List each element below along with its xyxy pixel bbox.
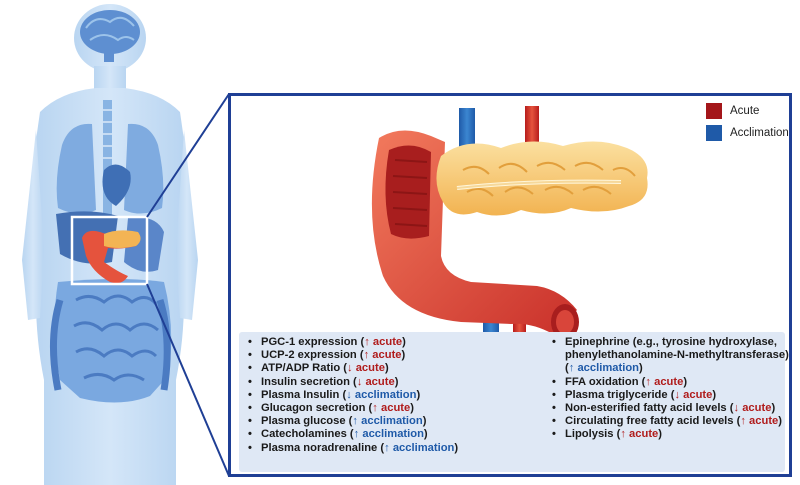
effect-label: acute bbox=[683, 389, 712, 401]
effect-arrow: ↑ bbox=[620, 428, 626, 440]
effect-label: acute bbox=[629, 428, 658, 440]
right-effects-list: Epinephrine (e.g., tyrosine hydroxylase,… bbox=[549, 336, 789, 442]
effect-arrow: ↑ bbox=[364, 349, 370, 361]
effect-arrow: ↓ bbox=[674, 389, 680, 401]
item-name: Lipolysis bbox=[565, 428, 614, 440]
list-item: UCP-2 expression (↑ acute) bbox=[245, 349, 458, 362]
effect-acclimation: ↑ acclimation bbox=[569, 362, 639, 374]
effect-arrow: ↓ bbox=[357, 376, 363, 388]
effect-label: acclimation bbox=[393, 442, 455, 454]
item-name: Plasma glucose bbox=[261, 415, 346, 427]
legend-label-acute: Acute bbox=[730, 105, 759, 117]
list-item: Plasma Insulin (↓ acclimation) bbox=[245, 389, 458, 402]
item-name: Insulin secretion bbox=[261, 376, 350, 388]
pancreas bbox=[436, 141, 647, 215]
legend-label-acclimation: Acclimation bbox=[730, 127, 789, 139]
effect-acute: ↑ acute bbox=[620, 428, 658, 440]
effect-acute: ↑ acute bbox=[364, 349, 402, 361]
effect-label: acute bbox=[373, 336, 402, 348]
list-item: Plasma noradrenaline (↑ acclimation) bbox=[245, 442, 458, 455]
effect-acute: ↑ acute bbox=[372, 402, 410, 414]
effect-arrow: ↑ bbox=[364, 336, 370, 348]
effect-acute: ↑ acute bbox=[740, 415, 778, 427]
item-name: Plasma noradrenaline bbox=[261, 442, 380, 454]
item-name: Glucagon secretion bbox=[261, 402, 365, 414]
effect-acclimation: ↑ acclimation bbox=[354, 428, 424, 440]
item-name: Plasma triglyceride bbox=[565, 389, 668, 401]
item-name: Plasma Insulin bbox=[261, 389, 339, 401]
list-item: ATP/ADP Ratio (↓ acute) bbox=[245, 362, 458, 375]
effect-label: acute bbox=[372, 349, 401, 361]
effect-arrow: ↓ bbox=[734, 402, 740, 414]
effect-label: acute bbox=[654, 376, 683, 388]
effect-label: acute bbox=[742, 402, 771, 414]
list-item: FFA oxidation (↑ acute) bbox=[549, 376, 789, 389]
list-item: Plasma triglyceride (↓ acute) bbox=[549, 389, 789, 402]
effect-acute: ↓ acute bbox=[347, 362, 385, 374]
item-name: Catecholamines bbox=[261, 428, 350, 440]
effect-label: acute bbox=[749, 415, 778, 427]
effect-acute: ↓ acute bbox=[734, 402, 772, 414]
effect-label: acute bbox=[365, 376, 394, 388]
effect-label: acute bbox=[356, 362, 385, 374]
effect-arrow: ↑ bbox=[569, 362, 575, 374]
effect-label: acclimation bbox=[355, 389, 417, 401]
effect-label: acclimation bbox=[577, 362, 639, 374]
list-item-continued: phenylethanolamine-N-methyltransferase) bbox=[549, 349, 789, 362]
item-name: ATP/ADP Ratio bbox=[261, 362, 340, 374]
list-item: Non-esterified fatty acid levels (↓ acut… bbox=[549, 402, 789, 415]
effect-acute: ↓ acute bbox=[357, 376, 395, 388]
effects-box: PGC-1 expression (↑ acute)UCP-2 expressi… bbox=[239, 332, 785, 472]
list-item: Lipolysis (↑ acute) bbox=[549, 428, 789, 441]
effect-label: acclimation bbox=[362, 428, 424, 440]
item-name: Epinephrine (e.g., tyrosine hydroxylase, bbox=[565, 336, 777, 348]
list-item: Insulin secretion (↓ acute) bbox=[245, 376, 458, 389]
legend-swatch-acclimation bbox=[706, 125, 722, 141]
legend-swatch-acute bbox=[706, 103, 722, 119]
list-item: PGC-1 expression (↑ acute) bbox=[245, 336, 458, 349]
effect-arrow: ↓ bbox=[346, 389, 352, 401]
effect-arrow: ↑ bbox=[645, 376, 651, 388]
effect-arrow: ↑ bbox=[384, 442, 390, 454]
left-effects-list: PGC-1 expression (↑ acute)UCP-2 expressi… bbox=[245, 336, 458, 455]
effect-arrow: ↑ bbox=[352, 415, 358, 427]
effect-acute: ↓ acute bbox=[674, 389, 712, 401]
zoom-panel: Acute Acclimation PGC-1 expression (↑ ac… bbox=[228, 93, 792, 477]
list-item: Plasma glucose (↑ acclimation) bbox=[245, 415, 458, 428]
item-name: Circulating free fatty acid levels bbox=[565, 415, 734, 427]
effect-acclimation: ↑ acclimation bbox=[352, 415, 422, 427]
item-name: FFA oxidation bbox=[565, 376, 639, 388]
item-name: UCP-2 expression bbox=[261, 349, 357, 361]
list-item: Catecholamines (↑ acclimation) bbox=[245, 428, 458, 441]
effect-label: acute bbox=[381, 402, 410, 414]
list-item: Glucagon secretion (↑ acute) bbox=[245, 402, 458, 415]
effect-acclimation: ↓ acclimation bbox=[346, 389, 416, 401]
item-name-continued: phenylethanolamine-N-methyltransferase) bbox=[565, 349, 789, 361]
item-name: PGC-1 expression bbox=[261, 336, 357, 348]
legend-item-acclimation: Acclimation bbox=[706, 124, 789, 146]
effect-arrow: ↓ bbox=[347, 362, 353, 374]
effect-arrow: ↑ bbox=[740, 415, 746, 427]
effect-acute: ↑ acute bbox=[364, 336, 402, 348]
list-item-continued: (↑ acclimation) bbox=[549, 362, 789, 375]
effect-label: acclimation bbox=[361, 415, 423, 427]
effect-acute: ↑ acute bbox=[645, 376, 683, 388]
effect-arrow: ↑ bbox=[372, 402, 378, 414]
effect-acclimation: ↑ acclimation bbox=[384, 442, 454, 454]
effect-arrow: ↑ bbox=[354, 428, 360, 440]
list-item: Circulating free fatty acid levels (↑ ac… bbox=[549, 415, 789, 428]
item-name: Non-esterified fatty acid levels bbox=[565, 402, 727, 414]
list-item: Epinephrine (e.g., tyrosine hydroxylase, bbox=[549, 336, 789, 349]
legend-item-acute: Acute bbox=[706, 102, 789, 124]
legend: Acute Acclimation bbox=[706, 102, 789, 146]
